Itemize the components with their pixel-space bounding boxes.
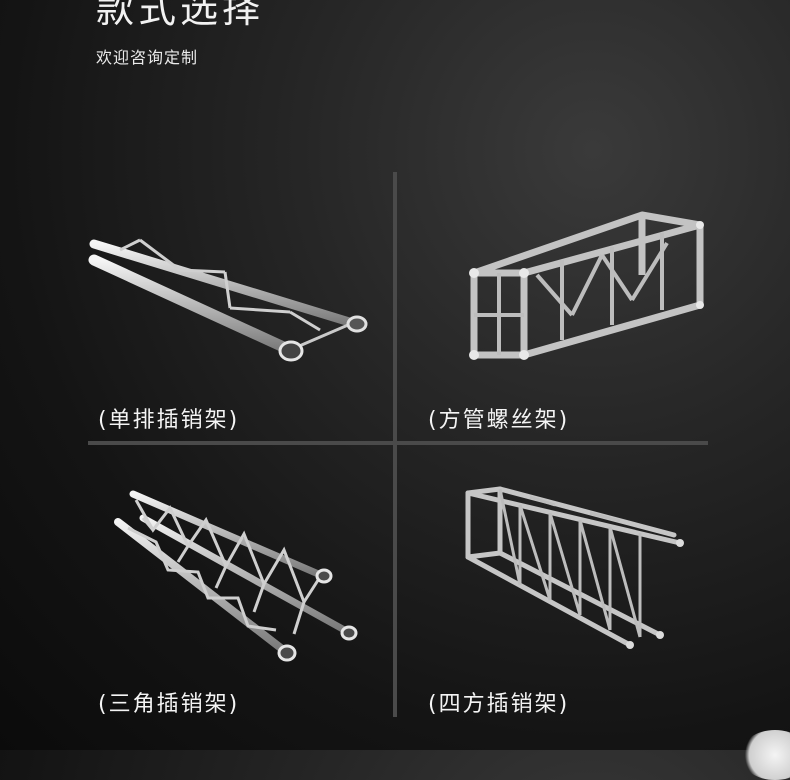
page-subtitle: 欢迎咨询定制 <box>96 48 199 67</box>
product-label-square-bolt: (方管螺丝架) <box>428 408 570 433</box>
product-label-square-spigot: (四方插销架) <box>428 692 570 717</box>
triangle-truss-icon <box>114 490 358 662</box>
single-row-truss-icon <box>88 238 368 362</box>
square-bolt-truss-icon <box>469 211 704 360</box>
corner-decoration <box>740 730 790 780</box>
product-label-single-row: (单排插销架) <box>98 408 240 433</box>
square-spigot-truss-icon <box>465 486 684 649</box>
product-label-triangle: (三角插销架) <box>98 692 240 717</box>
page-title: 款式选择 <box>96 0 265 31</box>
horizontal-divider <box>88 441 708 445</box>
